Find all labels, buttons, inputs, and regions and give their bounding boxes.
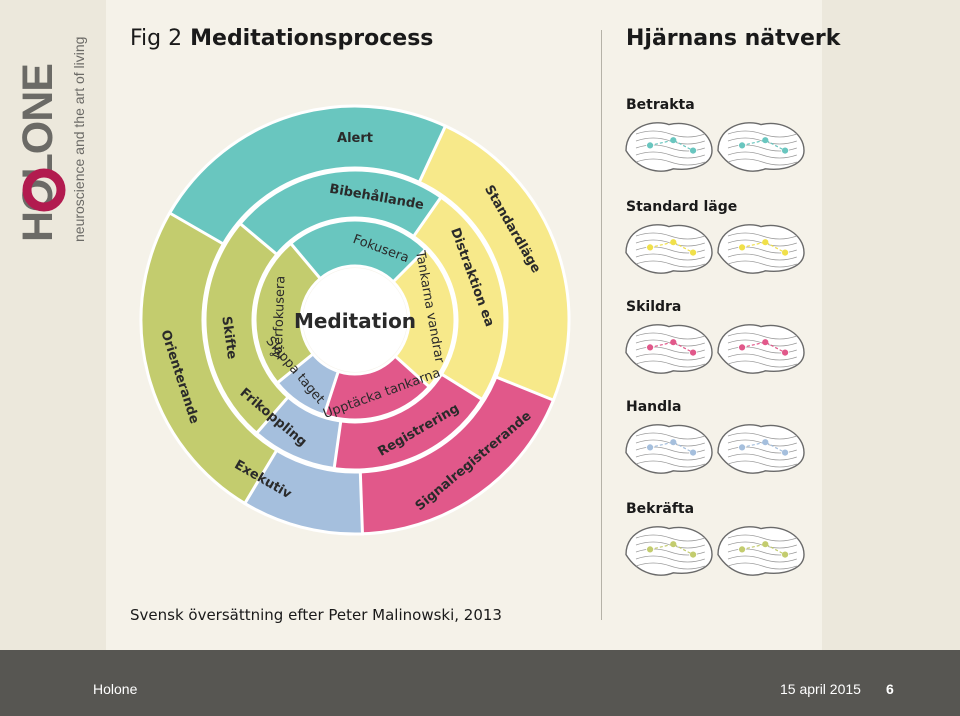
network-link-0-0	[649, 139, 694, 152]
brain-gyri-2-1-0	[727, 332, 797, 340]
network-node-4-1-1	[761, 540, 770, 549]
network-node-1-0-1	[669, 238, 678, 247]
brain-gyri-0-1-3	[727, 151, 797, 159]
brain-gyri-3-1-0	[727, 432, 797, 440]
network-label-handla: Handla	[626, 399, 682, 415]
ring-label-middle-0: Skifte	[218, 315, 239, 360]
network-node-3-1-1	[761, 438, 770, 447]
network-label-standard-lage: Standard läge	[626, 199, 738, 215]
brain-gyri-3-1-3	[727, 453, 797, 461]
brain-gyri-4-1-3	[727, 555, 797, 563]
networks-title: Hjärnans nätverk	[626, 26, 841, 51]
brain-gyri-0-1-0	[727, 130, 797, 138]
network-node-2-0-1	[669, 338, 678, 347]
logo-tagline: neuroscience and the art of living	[71, 37, 87, 242]
footer-bar	[0, 650, 960, 716]
ring-middle-executive-segment	[254, 394, 343, 471]
network-label-betrakta: Betrakta	[626, 97, 695, 113]
network-node-4-0-1	[669, 540, 678, 549]
network-link-3-0	[649, 441, 694, 454]
footer-brand: Holone	[93, 681, 138, 697]
network-label-bekrafta: Bekräfta	[626, 501, 695, 517]
brain-gyri-4-0-4	[635, 562, 705, 570]
brain-gyri-3-0-0	[635, 432, 705, 440]
column-divider	[601, 30, 602, 620]
holone-logo: HOLONE neuroscience and the art of livin…	[22, 37, 87, 242]
meditation-cycle-diagram: MeditationOrienterandeAlertStandardlägeS…	[139, 104, 571, 536]
brain-gyri-4-1-0	[727, 534, 797, 542]
network-node-0-1-1	[761, 136, 770, 145]
brain-gyri-3-0-4	[635, 460, 705, 468]
brain-gyri-4-0-0	[635, 534, 705, 542]
brain-gyri-4-1-4	[727, 562, 797, 570]
logo-o-ring	[22, 168, 66, 212]
logo-wordmark: HOLONE	[22, 64, 62, 242]
network-link-2-1	[741, 341, 786, 354]
network-node-2-1-1	[761, 338, 770, 347]
brain-gyri-0-0-0	[635, 130, 705, 138]
brain-gyri-2-0-0	[635, 332, 705, 340]
brain-gyri-1-1-0	[727, 232, 797, 240]
brain-network-panel	[625, 122, 805, 576]
ring-inner-executive-segment	[275, 351, 341, 417]
ring-outer-executive-segment	[242, 448, 365, 536]
brain-gyri-0-0-4	[635, 158, 705, 166]
brain-gyri-3-0-3	[635, 453, 705, 461]
brain-gyri-2-1-4	[727, 360, 797, 368]
left-margin-strip	[0, 0, 106, 650]
brain-gyri-1-1-4	[727, 260, 797, 268]
page-number: 6	[886, 681, 894, 697]
center-disc	[303, 268, 407, 372]
ring-label-outer-1: Alert	[337, 131, 373, 146]
ring-label-inner-0: Återfokusera	[270, 275, 289, 359]
network-node-0-0-1	[669, 136, 678, 145]
network-link-2-0	[649, 341, 694, 354]
brain-gyri-1-0-3	[635, 253, 705, 261]
brain-gyri-0-1-4	[727, 158, 797, 166]
brain-gyri-2-0-4	[635, 360, 705, 368]
network-link-4-0	[649, 543, 694, 556]
brain-gyri-1-0-0	[635, 232, 705, 240]
network-link-1-1	[741, 241, 786, 254]
network-node-1-1-1	[761, 238, 770, 247]
network-node-3-0-1	[669, 438, 678, 447]
brain-gyri-4-0-3	[635, 555, 705, 563]
network-link-4-1	[741, 543, 786, 556]
brain-gyri-1-0-4	[635, 260, 705, 268]
brain-gyri-2-1-3	[727, 353, 797, 361]
network-link-3-1	[741, 441, 786, 454]
network-link-0-1	[741, 139, 786, 152]
translation-caption: Svensk översättning efter Peter Malinows…	[130, 606, 502, 624]
figure-title: Fig 2 Meditationsprocess	[130, 26, 433, 51]
figure-title-text: Meditationsprocess	[190, 26, 434, 51]
network-link-1-0	[649, 241, 694, 254]
brain-gyri-3-1-4	[727, 460, 797, 468]
brain-gyri-0-0-3	[635, 151, 705, 159]
brain-gyri-1-1-3	[727, 253, 797, 261]
brain-gyri-2-0-3	[635, 353, 705, 361]
network-label-skildra: Skildra	[626, 299, 682, 315]
right-margin-strip	[822, 0, 960, 650]
footer-date: 15 april 2015	[780, 681, 861, 697]
figure-number: Fig 2	[130, 26, 183, 51]
center-label: Meditation	[294, 309, 416, 333]
